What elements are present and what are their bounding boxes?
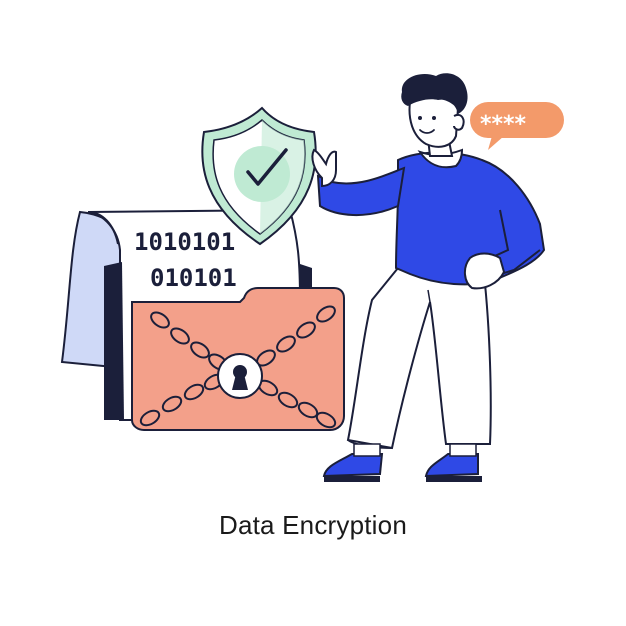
binary-line-1: 1010101 bbox=[134, 228, 235, 256]
password-speech-bubble: **** bbox=[470, 102, 564, 150]
masked-password-text: **** bbox=[480, 112, 527, 137]
illustration-caption: Data Encryption bbox=[219, 510, 407, 540]
binary-line-2: 010101 bbox=[150, 264, 237, 292]
keyhole-icon bbox=[217, 353, 263, 399]
shield-check-icon bbox=[201, 106, 317, 246]
person bbox=[311, 73, 546, 482]
